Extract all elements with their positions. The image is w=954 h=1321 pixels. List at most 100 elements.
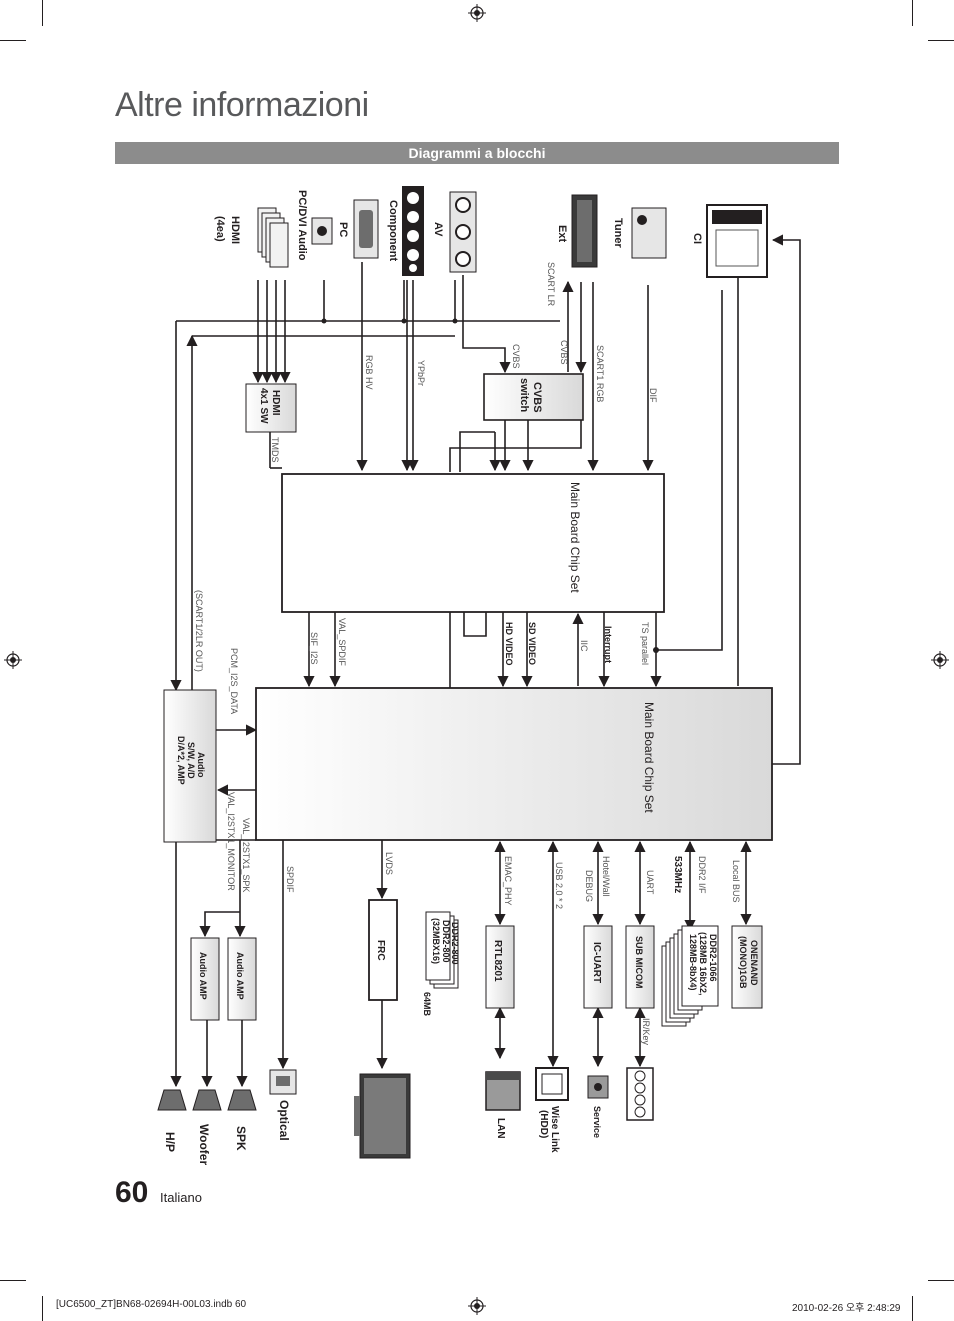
label-ddr1066-2: (128MB 16bX2, [698, 932, 708, 996]
label-spdif: SPDIF [285, 866, 295, 893]
ddr800-memory-stack [425, 911, 459, 989]
label-sd-video: SD VIDEO [527, 622, 537, 665]
page-number: 60 [115, 1176, 149, 1209]
label-ddr800: DDR2-800 [450, 922, 460, 965]
label-cvbs: CVBS [559, 340, 569, 365]
usb-port-icon [535, 1067, 569, 1101]
label-interrupt: Interrupt [603, 626, 613, 663]
speaker-icon [192, 1089, 222, 1111]
ic-uart-block [583, 925, 613, 1009]
label-sub-micom: SUB MICOM [634, 936, 644, 989]
label-hotel-wall: Hotel/Wall [601, 856, 611, 897]
rtl8201-block [485, 925, 515, 1009]
ir-key-icon [626, 1067, 654, 1121]
registration-mark-icon [468, 4, 486, 22]
hdmi-switch-block [245, 383, 297, 433]
label-hp: H/P [163, 1132, 177, 1152]
crop-mark [0, 40, 26, 41]
ci-slot-icon [706, 204, 768, 278]
audio-block [163, 689, 217, 843]
label-pc: PC [337, 222, 349, 237]
label-audio-amp: Audio AMP [198, 952, 208, 1000]
label-val-i2stx1-spk: VAL_I2STX1_SPK [241, 818, 251, 892]
label-usb: USB 2.0 * 2 [554, 862, 564, 909]
label-hd-video: HD VIDEO [504, 622, 514, 666]
tuner-connector-icon [631, 207, 667, 259]
label-hdmi: HDMI [229, 216, 241, 244]
label-audio-3: D/A*2, AMP [176, 736, 186, 785]
ddr1066-memory-stack [661, 925, 719, 1027]
label-scart-out: (SCART1/2LR OUT) [194, 590, 204, 672]
av-connector-icon [449, 191, 477, 273]
service-jack-icon [587, 1075, 609, 1099]
label-pc-audio: PC/DVI Audio [296, 190, 308, 261]
label-service: Service [592, 1106, 602, 1138]
label-rgb-hv: RGB HV [364, 355, 374, 390]
label-sif-i2s: SIF_I2S [309, 632, 319, 665]
label-av: AV [432, 222, 444, 237]
label-component: Component [387, 200, 399, 261]
label-dif: DIF [648, 388, 658, 403]
pc-audio-jack-icon [311, 217, 333, 245]
label-ddr800-2: DDR2-800 [441, 920, 451, 963]
label-cvbs-switch-2: switch [518, 378, 530, 413]
label-cvbs-switch: CVBS [531, 382, 543, 413]
label-audio-amp: Audio AMP [235, 952, 245, 1000]
label-frc: FRC [375, 940, 386, 961]
label-spk: SPK [234, 1126, 248, 1151]
label-tmds: TMDS [270, 437, 280, 463]
hdmi-connector-icon [257, 207, 289, 268]
label-ddr1066-3: 128MB-8bX4) [688, 934, 698, 991]
label-wise-link: Wise Link [549, 1106, 560, 1153]
main-chip-top-block [281, 473, 665, 613]
label-533mhz: 533MHz [672, 856, 683, 893]
tv-panel-icon [354, 1073, 411, 1159]
label-woofer: Woofer [197, 1124, 211, 1165]
crop-mark [42, 0, 43, 26]
registration-mark-icon [4, 651, 22, 669]
crop-mark [42, 1296, 43, 1321]
label-uart: UART [645, 870, 655, 895]
label-lan: LAN [495, 1118, 506, 1139]
component-connector-icon [402, 186, 424, 276]
cvbs-switch-block [483, 373, 584, 421]
optical-port-icon [269, 1069, 297, 1095]
registration-mark-icon [468, 1297, 486, 1315]
lan-port-icon [485, 1071, 521, 1111]
label-local-bus: Local BUS [731, 860, 741, 903]
label-ext: Ext [556, 225, 568, 242]
label-tuner: Tuner [612, 218, 624, 248]
label-onenand: ONENAND [749, 940, 759, 986]
label-scart1-rgb: SCART1 RGB [595, 345, 605, 402]
speaker-icon [157, 1089, 187, 1111]
crop-mark [928, 1280, 954, 1281]
label-hdmi-count: (4ea) [214, 216, 226, 242]
page-title: Altre informazioni [115, 86, 369, 124]
label-hdmi-sw-type: 4x1 SW [258, 388, 269, 424]
pc-vga-connector-icon [353, 199, 379, 259]
label-ddr800-size: (32MBX16) [431, 918, 441, 964]
page-language: Italiano [160, 1190, 202, 1205]
label-val-spdif: VAL_SPDIF [337, 618, 347, 666]
crop-mark [912, 1296, 913, 1321]
label-onenand-2: (MONO)1GB [738, 936, 748, 989]
scart-connector-icon [571, 194, 598, 268]
label-audio-2: S/W, A/D [186, 742, 196, 779]
main-chip-bottom-block [255, 687, 773, 841]
section-header: Diagrammi a blocchi [115, 142, 839, 164]
label-lvds: LVDS [384, 852, 394, 875]
label-wise-link-hdd: (HDD) [538, 1110, 549, 1138]
audio-amp-block [227, 937, 257, 1021]
onenand-block [731, 925, 763, 1009]
label-debug: DEBUG [584, 870, 594, 902]
label-ypbpr: YPbPr [416, 360, 426, 386]
label-main-chip-top: Main Board Chip Set [568, 482, 582, 593]
label-iic: IIC [579, 640, 589, 652]
audio-amp-block [190, 937, 220, 1021]
label-64mb: 64MB [422, 992, 432, 1017]
label-ddr1066: DDR2-1066 [708, 934, 718, 982]
label-ddr2-if: DDR2 I/F [697, 856, 707, 894]
label-val-i2stx1-monitor: VAL_I2STX1_MONITOR [226, 792, 236, 891]
footer-file: [UC6500_ZT]BN68-02694H-00L03.indb 60 [56, 1299, 247, 1310]
